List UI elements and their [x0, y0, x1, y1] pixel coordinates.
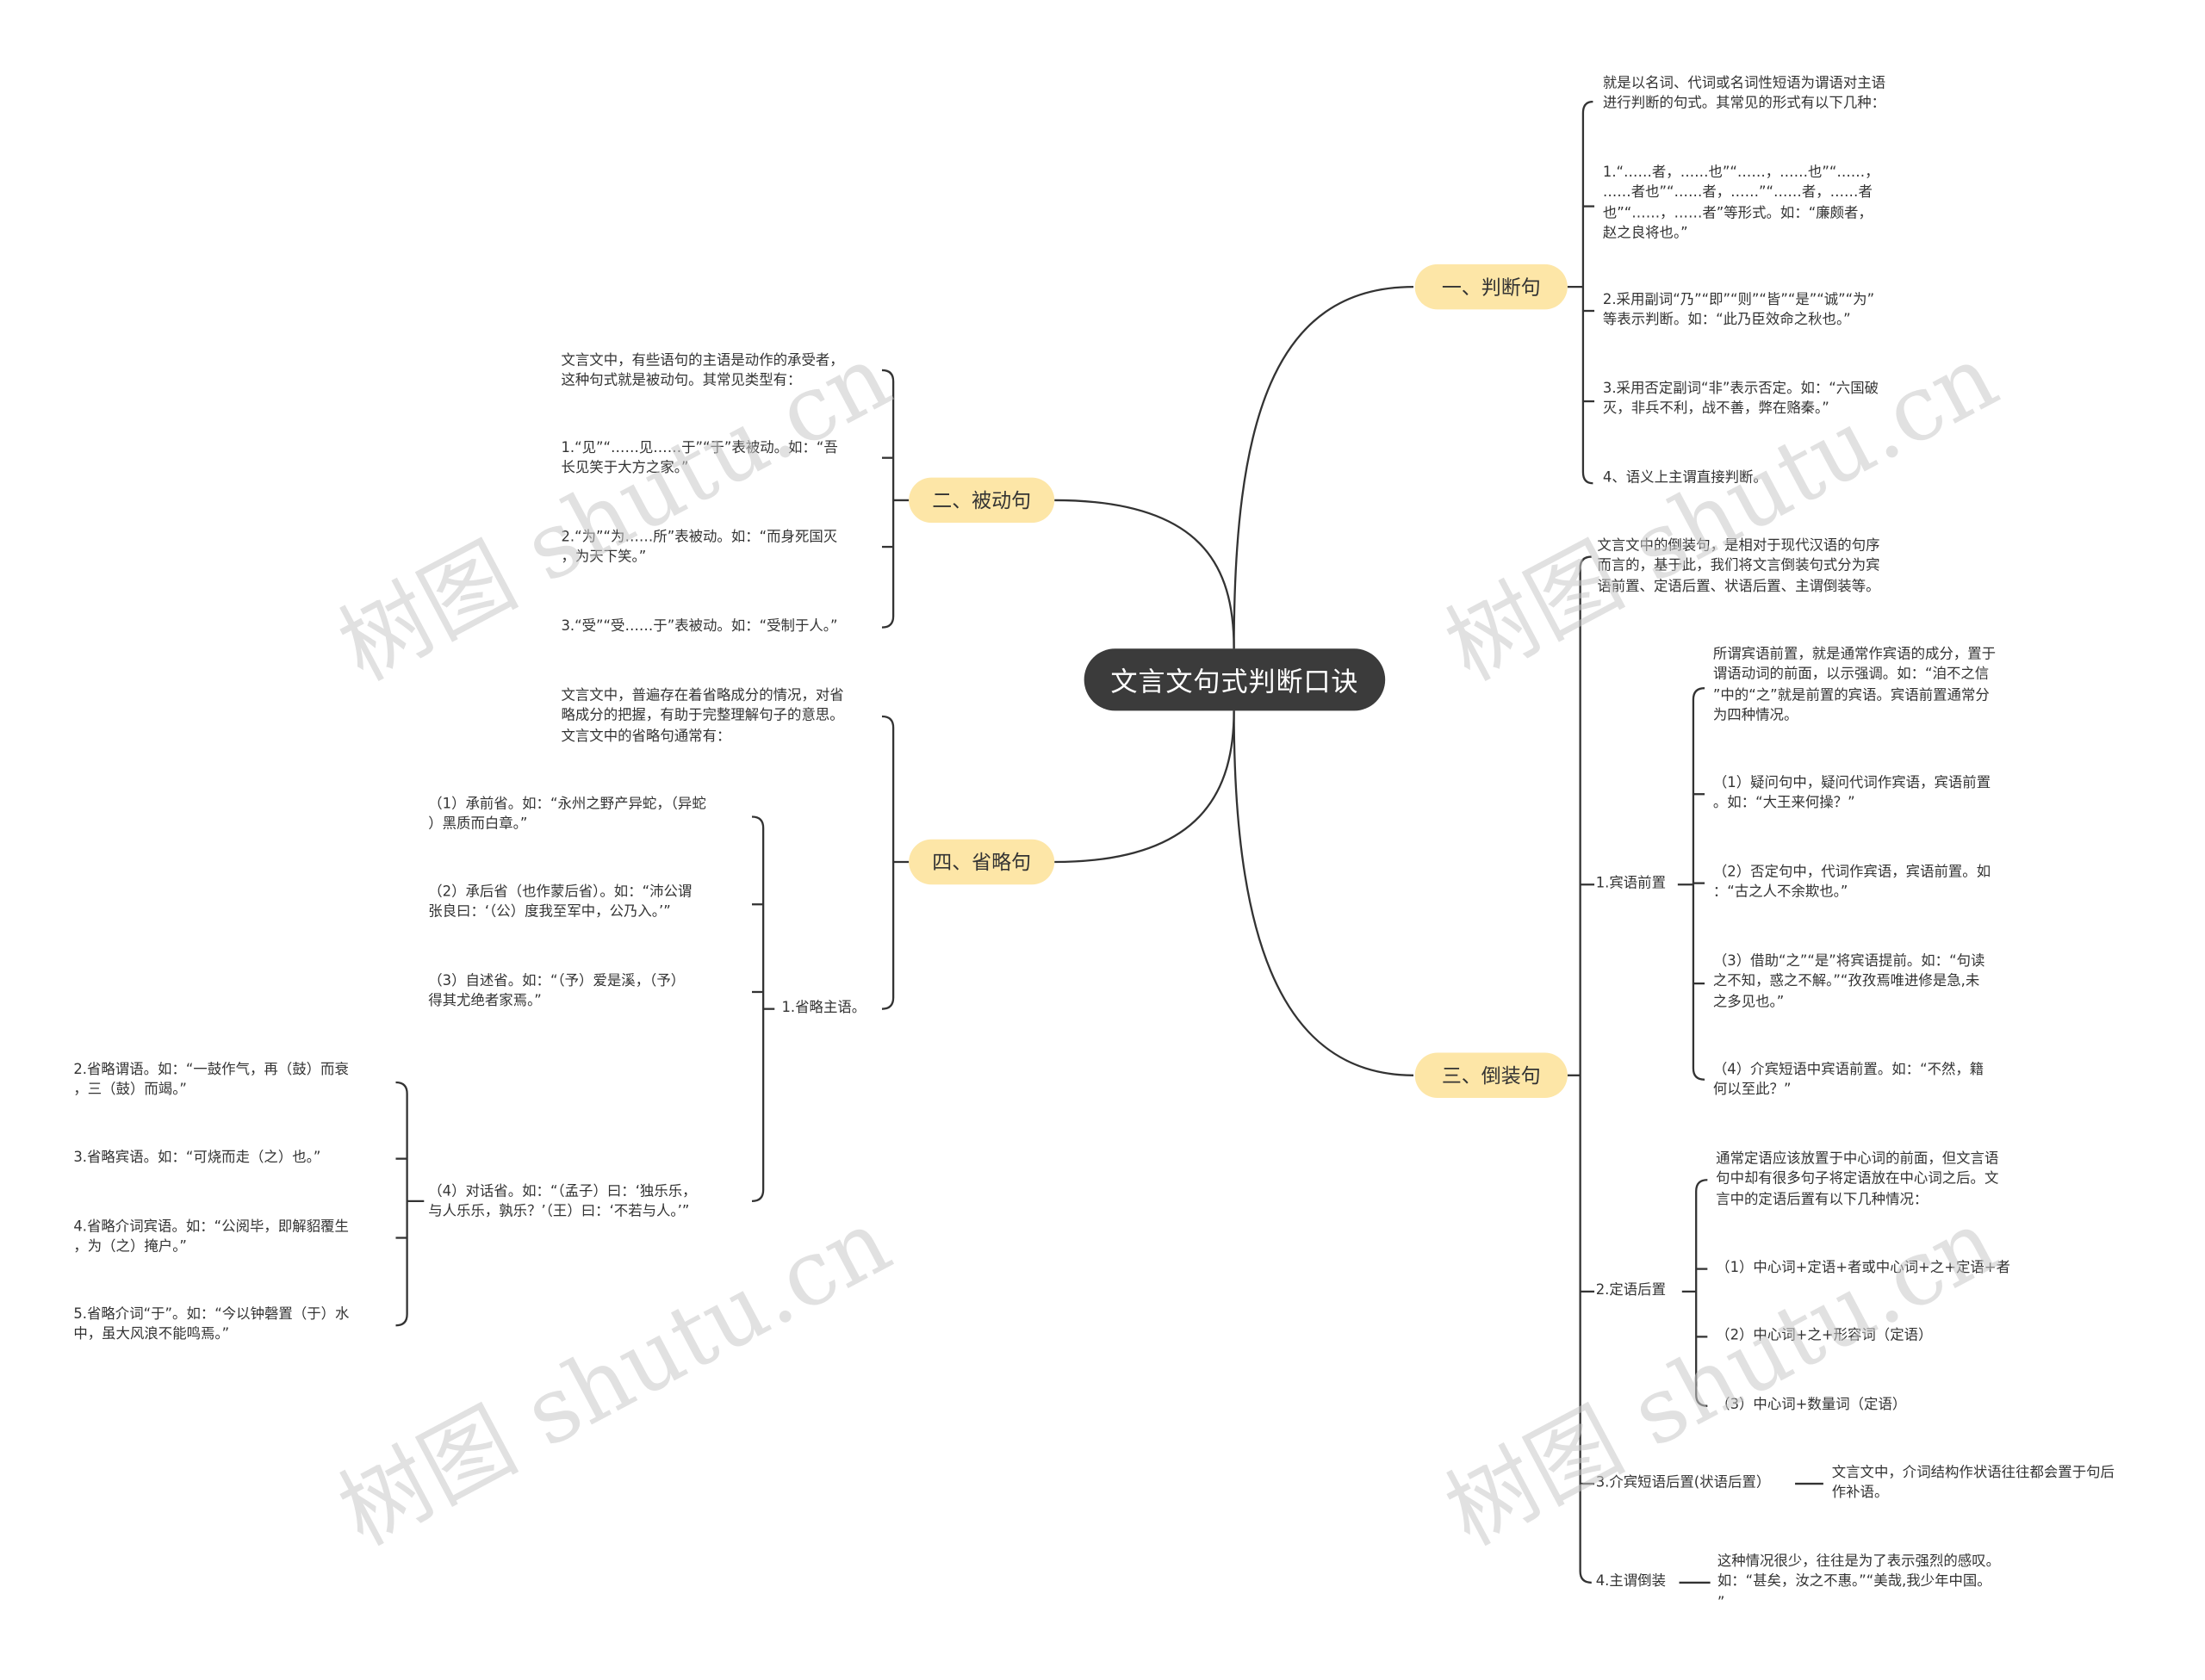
omission-preposition-yu: 5.省略介词“于”。如：“今以钟磬置（于）水 中，虽大风浪不能鸣焉。”: [73, 1306, 350, 1343]
judgment-form-2: 2.采用副词“乃”“即”“则”“皆”“是”“诚”“为” 等表示判断。如：“此乃臣…: [1602, 292, 1875, 329]
attribute-postposing-case-3: （3）中心词+数量词（定语）: [1716, 1397, 1907, 1413]
judgment-form-4: 4、语义上主谓直接判断。: [1602, 470, 1767, 487]
passive-form-2: 2.“为”“为……所”表被动。如：“而身死国灭 ，为天下笑。”: [561, 530, 838, 567]
omission-object: 3.省略宾语。如：“可烧而走（之）也。”: [73, 1150, 321, 1166]
attribute-postposing-case-2: （2）中心词+之+形容词（定语）: [1716, 1328, 1933, 1344]
object-fronting-case-1: （1）疑问句中，疑问代词作宾语，宾语前置 。如：“大王来何操？”: [1712, 775, 1991, 812]
attribute-postposing-intro: 通常定语应该放置于中心词的前面，但文言语 句中却有很多句子将定语放在中心词之后。…: [1716, 1151, 1999, 1208]
connector-root-b3: [1233, 710, 1414, 1076]
omission-prep-object: 4.省略介词宾语。如：“公阅毕，即解貂覆生 ，为（之）掩户。”: [73, 1219, 349, 1255]
omission-subject-case-3: （3）自述省。如：“（予）爱是溪，（予） 得其尤绝者家焉。”: [428, 973, 686, 1010]
object-fronting-intro: 所谓宾语前置，就是通常作宾语的成分，置于 谓语动词的前面，以示强调。如：“洎不之…: [1712, 647, 1997, 724]
connector-root-b1: [1233, 285, 1414, 649]
inversion-object-fronting[interactable]: 1.宾语前置: [1595, 876, 1666, 892]
passive-intro: 文言文中，有些语句的主语是动作的承受者， 这种句式就是被动句。其常见类型有：: [561, 353, 844, 389]
judgment-form-1: 1.“……者，……也”“……，……也”“……， ……者也”“……者，……”“………: [1602, 164, 1879, 242]
object-fronting-case-4: （4）介宾短语中宾语前置。如：“不然，籍 何以至此？”: [1712, 1063, 1984, 1099]
object-fronting-case-3: （3）借助“之”“是”将宾语提前。如：“句读 之不知，惑之不解。”“孜孜焉唯进修…: [1712, 953, 1985, 1011]
branch-inversion[interactable]: 三、倒装句: [1414, 1052, 1568, 1099]
subject-predicate-desc: 这种情况很少，往往是为了表示强烈的感叹。 如：“甚矣，汝之不惠。”“美哉,我少年…: [1717, 1554, 2001, 1611]
attribute-postposing-case-1: （1）中心词+定语+者或中心词+之+定语+者: [1716, 1260, 2010, 1276]
inversion-adverbial-postposing[interactable]: 3.介宾短语后置(状语后置）: [1595, 1475, 1771, 1491]
connector-root-b2: [1054, 499, 1235, 649]
root-topic[interactable]: 文言文句式判断口诀: [1084, 648, 1386, 711]
passive-form-3: 3.“受”“受……于”表被动。如：“受制于人。”: [561, 618, 838, 635]
omission-intro: 文言文中，普遍存在着省略成分的情况，对省 略成分的把握，有助于完整理解句子的意思…: [561, 688, 844, 745]
passive-form-1: 1.“见”“……见……于”“于”表被动。如：“吾 长见笑于大方之家。”: [561, 440, 838, 477]
adverbial-postposing-desc: 文言文中，介词结构作状语往往都会置于句后 作补语。: [1831, 1465, 2115, 1502]
inversion-subject-predicate[interactable]: 4.主谓倒装: [1595, 1574, 1666, 1590]
omission-subject-case-4[interactable]: （4）对话省。如：“（孟子）曰：‘独乐乐， 与人乐乐，孰乐？’（王）曰：‘不若与…: [428, 1184, 697, 1220]
omission-subject-case-2: （2）承后省（也作蒙后省）。如：“沛公谓 张良曰：‘（公）度我至军中，公乃入。’…: [428, 884, 693, 921]
judgment-form-3: 3.采用否定副词“非”表示否定。如：“六国破 灭，非兵不利，战不善，弊在赂秦。”: [1602, 381, 1879, 418]
branch-passive[interactable]: 二、被动句: [909, 477, 1055, 524]
omission-subject[interactable]: 1.省略主语。: [781, 1000, 866, 1016]
omission-predicate: 2.省略谓语。如：“一鼓作气，再（鼓）而衰 ，三（鼓）而竭。”: [73, 1063, 349, 1099]
object-fronting-case-2: （2）否定句中，代词作宾语，宾语前置。如 ：“古之人不余欺也。”: [1712, 865, 1991, 901]
judgment-intro: 就是以名词、代词或名词性短语为谓语对主语 进行判断的句式。其常见的形式有以下几种…: [1602, 76, 1886, 113]
branch-omission[interactable]: 四、省略句: [909, 839, 1055, 885]
omission-subject-case-1: （1）承前省。如：“永州之野产异蛇，（异蛇 ）黑质而白章。”: [428, 797, 706, 834]
inversion-intro: 文言文中的倒装句，是相对于现代汉语的句序 而言的，基于此，我们将文言倒装句式分为…: [1597, 538, 1880, 595]
inversion-attribute-postposing[interactable]: 2.定语后置: [1595, 1283, 1666, 1299]
branch-judgment[interactable]: 一、判断句: [1414, 263, 1568, 310]
connector-root-b4: [1054, 710, 1235, 864]
